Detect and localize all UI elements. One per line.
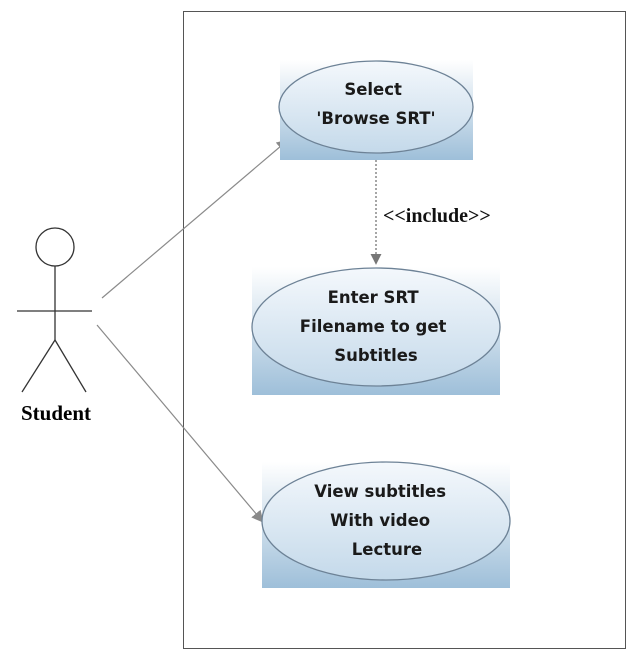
actor-head (35, 227, 75, 267)
use-case-browse-ellipse (278, 60, 474, 154)
use-case-browse-line-2: 'Browse SRT' (316, 109, 435, 128)
use-case-enter-srt[interactable]: Enter SRT Filename to get Subtitles (251, 267, 501, 395)
use-case-enter-line-1: Enter SRT (328, 288, 420, 307)
svg-text:Select 'Browse SRT': Select 'Browse SRT' (316, 80, 435, 128)
association-browse (101, 139, 289, 299)
association-view (96, 324, 264, 523)
use-case-browse-srt[interactable]: Select 'Browse SRT' (278, 60, 474, 160)
use-case-enter-ellipse (251, 267, 501, 387)
use-case-enter-line-3: Subtitles (334, 346, 418, 365)
actor-student[interactable]: Student (17, 227, 92, 425)
include-label: <<include>> (383, 205, 491, 227)
use-case-view-line-1: View subtitles (314, 482, 446, 501)
actor-label: Student (21, 401, 91, 425)
use-case-view-line-3: Lecture (352, 540, 422, 559)
use-case-browse-line-1: Select (344, 80, 402, 99)
svg-text:View subtitles With vide: View subtitles With video Lecture (314, 482, 452, 559)
use-case-enter-line-2: Filename to get (300, 317, 447, 336)
svg-text:Enter SRT Filename to ge: Enter SRT Filename to get Subtitles (300, 288, 452, 365)
actor-right-leg (54, 339, 87, 393)
use-case-view-ellipse (261, 461, 511, 581)
use-case-view-line-2: With video (330, 511, 430, 530)
use-case-view-subtitles[interactable]: View subtitles With video Lecture (261, 461, 511, 588)
actor-left-leg (21, 339, 56, 393)
system-boundary (183, 11, 626, 649)
